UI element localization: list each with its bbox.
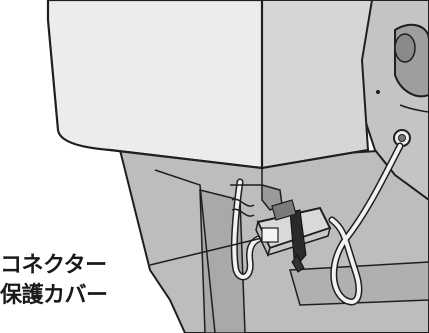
callout-label-line-2: 保護カバー [0, 283, 108, 308]
mount-bracket [231, 184, 283, 217]
cable [230, 142, 404, 306]
cable-tie [271, 199, 307, 273]
callout-label-line-1: コネクター [0, 253, 107, 278]
main-cover-block [46, 0, 374, 186]
callout-leader-line [149, 237, 263, 266]
